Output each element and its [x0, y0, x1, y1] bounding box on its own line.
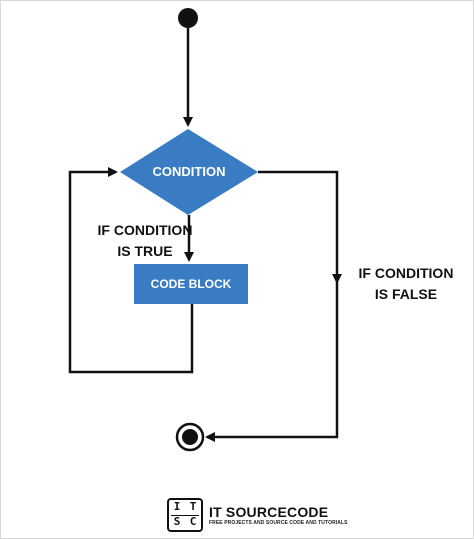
code-block-node — [134, 264, 248, 304]
logo-mark-letter: T — [189, 500, 197, 513]
code-block-label: CODE BLOCK — [150, 277, 232, 291]
true-branch-label: IF CONDITION IS TRUE — [71, 220, 219, 262]
logo-text: IT SOURCECODE FREE PROJECTS AND SOURCE C… — [209, 504, 348, 527]
end-node-ring — [175, 422, 205, 452]
false-label-line2: IS FALSE — [374, 286, 438, 302]
edge-condition-false — [205, 170, 339, 442]
true-label-line2: IS TRUE — [117, 243, 173, 259]
logo-mark: I T S C — [167, 498, 203, 532]
false-branch-label: IF CONDITION IS FALSE — [337, 263, 474, 305]
logo-name: IT SOURCECODE — [209, 503, 329, 520]
logo-mark-letter: S — [173, 515, 181, 528]
logo-tagline: FREE PROJECTS AND SOURCE CODE AND TUTORI… — [209, 519, 348, 526]
logo-mark-letter: C — [189, 515, 197, 528]
itsourcecode-logo: I T S C IT SOURCECODE FREE PROJECTS AND … — [167, 497, 348, 533]
true-label-line1: IF CONDITION — [97, 222, 193, 238]
condition-label: CONDITION — [152, 164, 226, 179]
edge-loop-back — [68, 167, 194, 374]
false-path-arrowhead — [332, 274, 342, 284]
false-label-line1: IF CONDITION — [358, 265, 454, 281]
end-node-core — [182, 429, 198, 445]
start-node — [178, 8, 198, 28]
condition-node — [120, 129, 258, 215]
logo-mark-letter: I — [173, 500, 181, 513]
